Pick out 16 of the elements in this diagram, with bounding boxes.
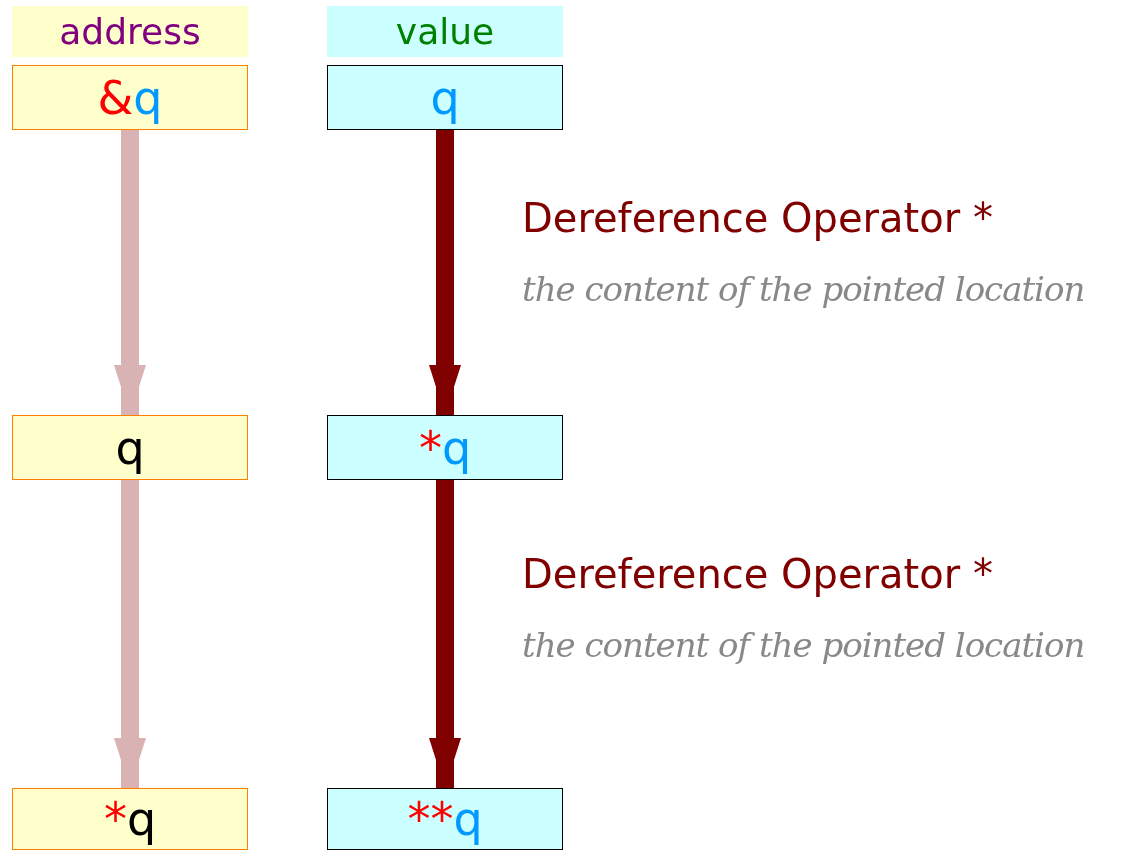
arrow bbox=[114, 130, 146, 415]
operator-label: Dereference Operator * bbox=[522, 550, 993, 599]
column-header: address bbox=[12, 6, 248, 57]
operator-description: the content of the pointed location bbox=[522, 268, 1085, 311]
memory-box: q bbox=[12, 415, 248, 480]
memory-box: *q bbox=[327, 415, 563, 480]
memory-box: q bbox=[327, 65, 563, 130]
arrow bbox=[429, 130, 461, 415]
operator-description: the content of the pointed location bbox=[522, 624, 1085, 667]
column-header: value bbox=[327, 6, 563, 57]
arrow bbox=[429, 480, 461, 788]
arrow bbox=[114, 480, 146, 788]
memory-box: *q bbox=[12, 788, 248, 850]
memory-box: **q bbox=[327, 788, 563, 850]
memory-box: &q bbox=[12, 65, 248, 130]
operator-label: Dereference Operator * bbox=[522, 194, 993, 243]
